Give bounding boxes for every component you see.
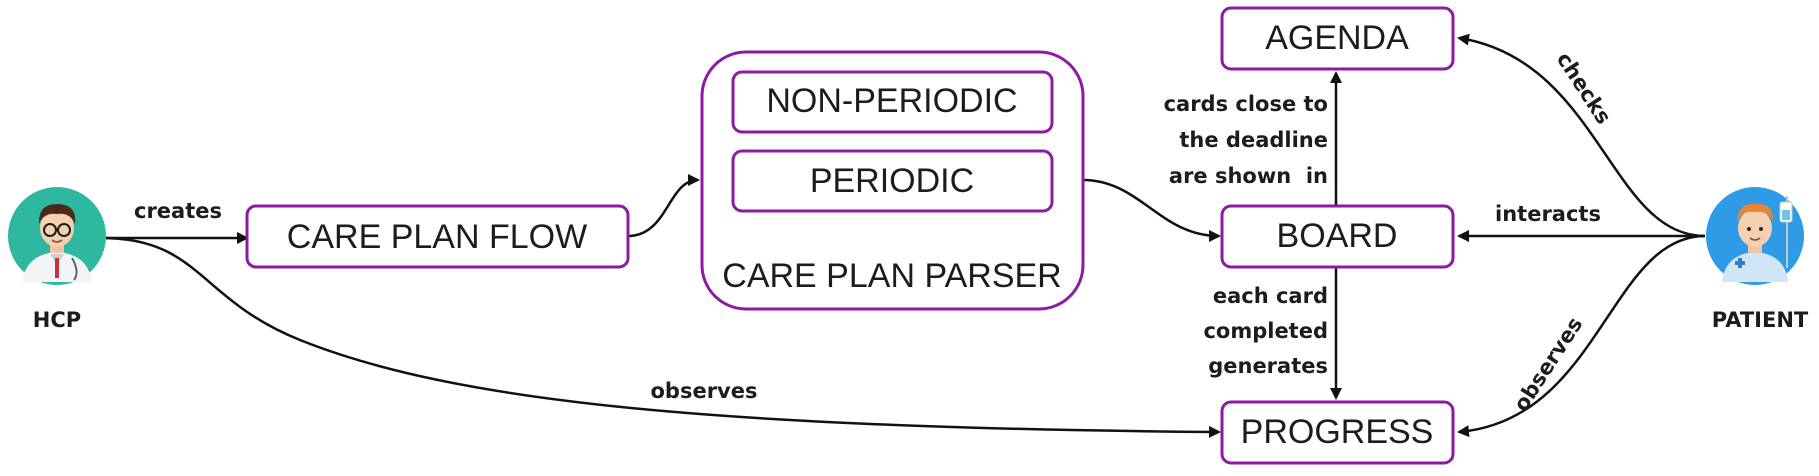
- hcp-label: HCP: [33, 308, 81, 332]
- board-to-agenda-label-line-1: cards close to: [1164, 92, 1328, 116]
- periodic-node: PERIODIC: [731, 149, 1054, 213]
- care-plan-flow-label: CARE PLAN FLOW: [287, 218, 587, 256]
- patient-label: PATIENT: [1712, 308, 1809, 332]
- flow-to-parser-arrow: [627, 174, 700, 238]
- patient-avatar-icon: [1706, 187, 1804, 285]
- progress-label: PROGRESS: [1241, 413, 1434, 451]
- periodic-label: PERIODIC: [810, 162, 974, 200]
- board-label: BOARD: [1277, 217, 1398, 255]
- care-plan-parser-label: CARE PLAN PARSER: [722, 257, 1061, 295]
- board-to-agenda-label-line-2: the deadline: [1179, 128, 1328, 152]
- board-to-progress-label-line-1: each card: [1213, 284, 1328, 308]
- non-periodic-node: NON-PERIODIC: [731, 70, 1054, 134]
- board-to-agenda-label-line-3: are shown in: [1169, 164, 1328, 188]
- non-periodic-label: NON-PERIODIC: [766, 82, 1017, 120]
- checks-label: checks: [1552, 48, 1616, 129]
- interacts-label: interacts: [1495, 202, 1601, 226]
- parser-to-board-arrow: [1082, 178, 1221, 242]
- hcp-observes-arrow: [105, 236, 1221, 438]
- patient-checks-arrow: [1457, 33, 1706, 238]
- agenda-label: AGENDA: [1265, 19, 1409, 57]
- agenda-node: AGENDA: [1220, 6, 1455, 71]
- doctor-avatar-icon: [8, 187, 106, 285]
- hcp-actor: HCP: [8, 187, 106, 332]
- progress-node: PROGRESS: [1220, 400, 1455, 465]
- board-to-progress-label-line-2: completed: [1203, 319, 1328, 343]
- care-plan-flow-node: CARE PLAN FLOW: [245, 204, 630, 269]
- board-to-progress-label-line-3: generates: [1208, 354, 1328, 378]
- patient-actor: PATIENT: [1706, 187, 1809, 332]
- hcp-observes-label: observes: [651, 379, 758, 403]
- creates-label: creates: [134, 199, 222, 223]
- patient-observes-arrow: [1457, 234, 1706, 438]
- board-node: BOARD: [1220, 204, 1455, 269]
